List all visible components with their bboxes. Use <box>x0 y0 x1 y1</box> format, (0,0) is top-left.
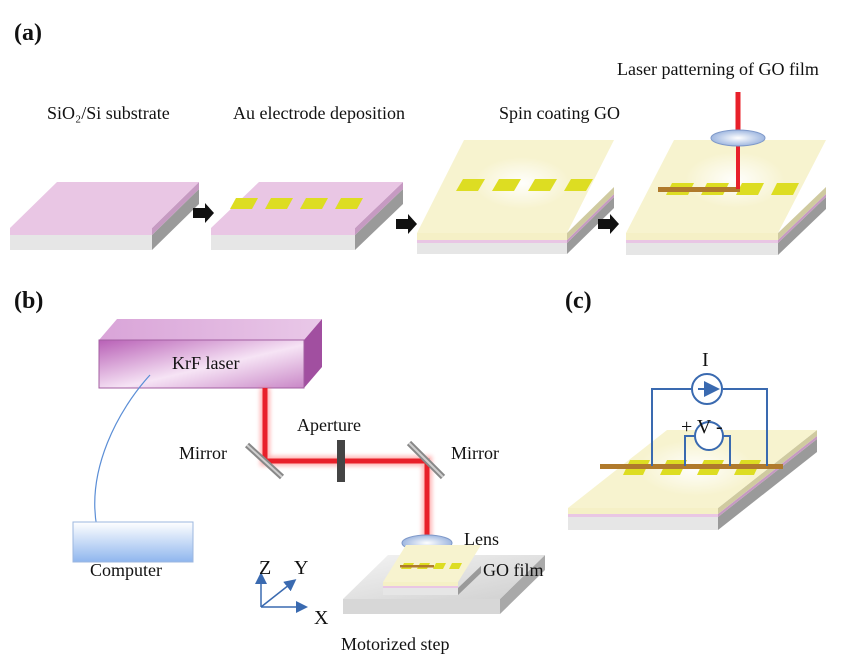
axis-z-label: Z <box>259 557 271 579</box>
electrode-pads <box>230 198 363 209</box>
computer-cable <box>94 374 151 529</box>
xyz-axes <box>255 572 308 613</box>
arrow-2 <box>396 214 417 234</box>
stage-label: Motorized step <box>341 634 449 654</box>
arrow-3 <box>598 214 619 234</box>
measurement-slab <box>568 430 817 530</box>
mirror-right-label: Mirror <box>451 443 499 463</box>
current-source-circuit <box>651 388 768 466</box>
step4-label: Laser patterning of GO film <box>617 59 819 79</box>
panel-c-label: (c) <box>565 288 592 314</box>
lens-a <box>710 129 766 147</box>
computer-label: Computer <box>90 560 162 580</box>
axis-y-label: Y <box>294 557 308 579</box>
krf-laser-box <box>98 319 322 389</box>
step3-label: Spin coating GO <box>499 103 620 123</box>
lens-label: Lens <box>464 529 499 549</box>
electrode-slab <box>211 182 403 250</box>
voltage-label: + V - <box>681 416 723 438</box>
aperture-label: Aperture <box>297 415 361 435</box>
electrode-pads-covered <box>456 179 593 191</box>
step1-label: SiO₂/Si substrate <box>47 103 170 123</box>
go-sample <box>383 545 481 595</box>
computer-icon <box>72 521 194 563</box>
mirror-right <box>406 440 446 480</box>
go-film-label: GO film <box>483 560 544 580</box>
substrate-slab <box>10 182 199 250</box>
panel-b-label: (b) <box>14 288 43 314</box>
current-source <box>691 373 723 405</box>
current-label: I <box>702 349 709 371</box>
mirror-left <box>244 442 285 480</box>
voltmeter <box>694 421 724 451</box>
axis-x-label: X <box>314 607 329 629</box>
go-coated-slab <box>417 140 614 254</box>
laser-beam-a <box>710 92 766 189</box>
reduced-go-line <box>658 187 740 192</box>
voltmeter-circuit <box>684 435 731 466</box>
arrow-1 <box>193 203 214 223</box>
step2-label: Au electrode deposition <box>233 103 405 123</box>
mirror-left-label: Mirror <box>179 443 227 463</box>
aperture-plate <box>337 440 345 482</box>
laser-patterning-slab <box>626 140 826 255</box>
panel-a-label: (a) <box>14 20 42 46</box>
krf-laser-label: KrF laser <box>172 353 239 373</box>
